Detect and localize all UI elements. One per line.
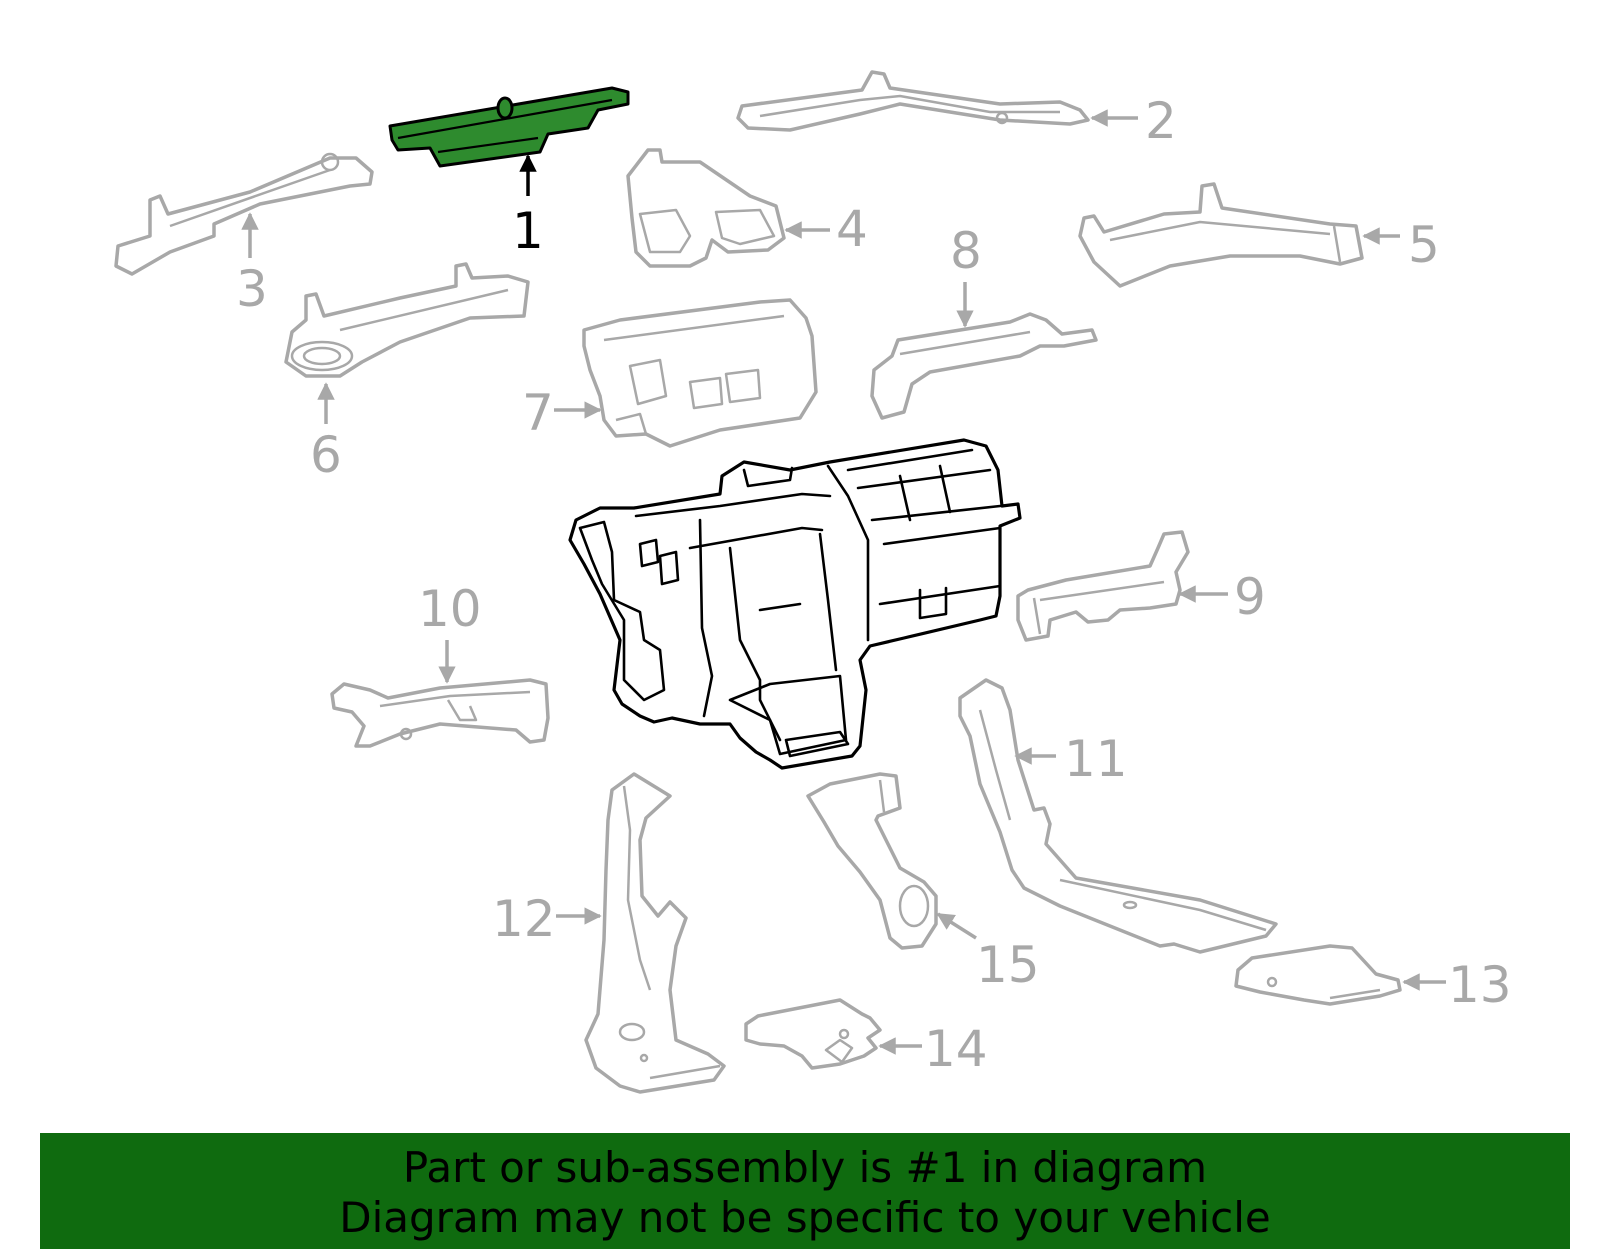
callout-7: 7 [522, 384, 554, 442]
callout-5: 5 [1408, 216, 1440, 274]
part-10-duct[interactable] [330, 678, 550, 748]
callout-2: 2 [1145, 92, 1177, 150]
callout-6: 6 [310, 426, 342, 484]
callout-10: 10 [418, 580, 482, 638]
callout-13: 13 [1448, 956, 1512, 1014]
part-3-duct[interactable] [114, 152, 374, 276]
info-banner: Part or sub-assembly is #1 in diagram Di… [40, 1133, 1570, 1249]
part-12-duct[interactable] [584, 772, 726, 1094]
part-14-bracket[interactable] [744, 998, 882, 1070]
callout-4: 4 [836, 200, 868, 258]
part-6-duct[interactable] [284, 262, 530, 378]
hvac-case-assembly [568, 438, 1022, 770]
part-5-duct[interactable] [1078, 182, 1364, 288]
banner-line-1: Part or sub-assembly is #1 in diagram [402, 1143, 1208, 1192]
callout-12: 12 [492, 890, 556, 948]
part-13-duct[interactable] [1234, 944, 1402, 1006]
parts-diagram: 1 2 3 4 5 6 [114, 70, 1512, 1094]
callout-8: 8 [950, 222, 982, 280]
part-9-duct[interactable] [1016, 530, 1190, 642]
part-2-duct[interactable] [736, 70, 1090, 132]
callout-9: 9 [1234, 568, 1266, 626]
banner-line-2: Diagram may not be specific to your vehi… [339, 1193, 1271, 1242]
part-1-duct[interactable] [388, 86, 630, 168]
callout-11: 11 [1064, 730, 1128, 788]
callout-3: 3 [236, 260, 268, 318]
part-7-housing[interactable] [582, 298, 818, 448]
part-15-duct[interactable] [806, 772, 938, 950]
part-11-duct[interactable] [958, 678, 1278, 954]
callout-14: 14 [924, 1020, 988, 1078]
part-8-duct[interactable] [870, 312, 1098, 420]
part-4-duct[interactable] [626, 148, 786, 268]
callout-1: 1 [512, 202, 544, 260]
part-15-leader [936, 912, 977, 940]
callout-15: 15 [976, 936, 1040, 994]
